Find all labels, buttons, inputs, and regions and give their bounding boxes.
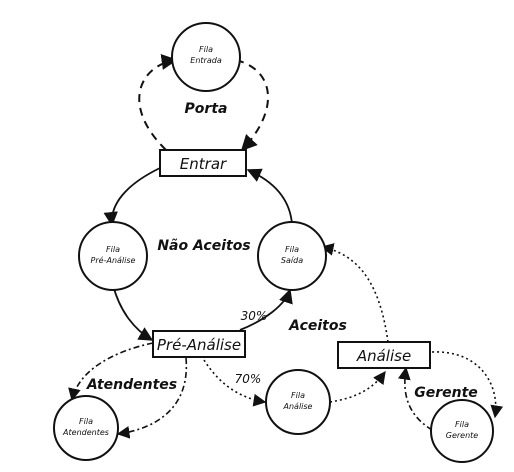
queue-fila-atendentes-line2: Atendentes <box>62 428 109 437</box>
queue-fila-gerente-line2: Gerente <box>446 431 479 440</box>
label-gerente: Gerente <box>414 385 478 401</box>
queue-fila-pre-analise-line2: Pré-Análise <box>91 255 136 265</box>
edge-analise-to-fila-saida <box>320 243 389 343</box>
station-entrar-label: Entrar <box>180 155 227 173</box>
queue-fila-saida: Fila Saída <box>257 221 327 291</box>
label-aceitos: Aceitos <box>288 318 347 334</box>
label-70-percent: 70% <box>235 372 262 386</box>
queue-fila-pre-analise: Fila Pré-Análise <box>78 221 148 291</box>
edge-entrar-to-fila-entrada <box>138 54 178 151</box>
queue-fila-entrada: Fila Entrada <box>171 22 241 92</box>
station-analise-label: Análise <box>356 347 411 365</box>
queue-fila-atendentes: Fila Atendentes <box>53 395 119 461</box>
station-pre-analise: Pré-Análise <box>152 330 246 358</box>
station-analise: Análise <box>337 341 431 369</box>
label-porta: Porta <box>185 101 228 117</box>
label-30-percent: 30% <box>241 309 268 323</box>
station-pre-analise-label: Pré-Análise <box>157 336 241 354</box>
edge-fila-entrada-to-entrar <box>235 59 269 152</box>
station-entrar: Entrar <box>159 149 247 177</box>
queue-fila-analise: Fila Análise <box>265 369 331 435</box>
queue-fila-analise-line1: Fila <box>291 391 305 400</box>
queue-fila-saida-line1: Fila <box>285 245 299 254</box>
queue-fila-gerente-line1: Fila <box>455 420 469 429</box>
queue-fila-saida-line2: Saída <box>281 256 303 265</box>
label-atendentes: Atendentes <box>86 377 177 393</box>
queue-fila-analise-line2: Análise <box>283 402 313 411</box>
edge-entrar-to-fila-pre-analise <box>103 167 161 227</box>
label-nao-aceitos: Não Aceitos <box>157 238 250 254</box>
queue-fila-pre-analise-line1: Fila <box>106 245 120 254</box>
queue-fila-gerente: Fila Gerente <box>430 399 494 463</box>
edge-fila-analise-to-analise <box>329 370 386 403</box>
edge-pre-analise-to-fila-saida <box>239 288 293 331</box>
edge-analise-to-fila-gerente <box>431 351 504 419</box>
queue-fila-entrada-line1: Fila <box>199 45 213 54</box>
edge-fila-saida-to-entrar <box>246 168 293 225</box>
queue-fila-atendentes-line1: Fila <box>79 417 93 426</box>
edge-fila-pre-analise-to-pre-analise <box>112 284 154 341</box>
edge-atendentes-return <box>116 357 188 439</box>
queue-fila-entrada-line2: Entrada <box>190 56 222 65</box>
edge-pre-analise-to-fila-atendentes <box>68 342 154 402</box>
